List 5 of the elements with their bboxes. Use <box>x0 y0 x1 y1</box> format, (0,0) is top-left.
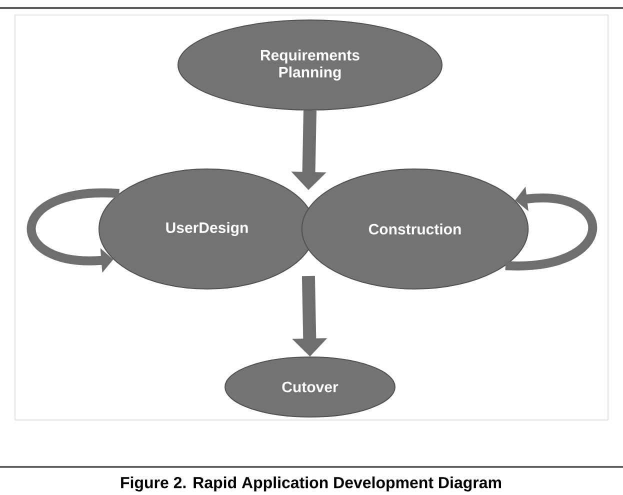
ellipse-node: UserDesign <box>98 168 316 290</box>
ellipse-node: Requirements Planning <box>178 20 442 110</box>
ellipse-node: Cutover <box>224 356 396 418</box>
ellipse-node: Construction <box>301 168 529 290</box>
caption: Figure 2. Rapid Application Development Diagram <box>121 476 501 492</box>
